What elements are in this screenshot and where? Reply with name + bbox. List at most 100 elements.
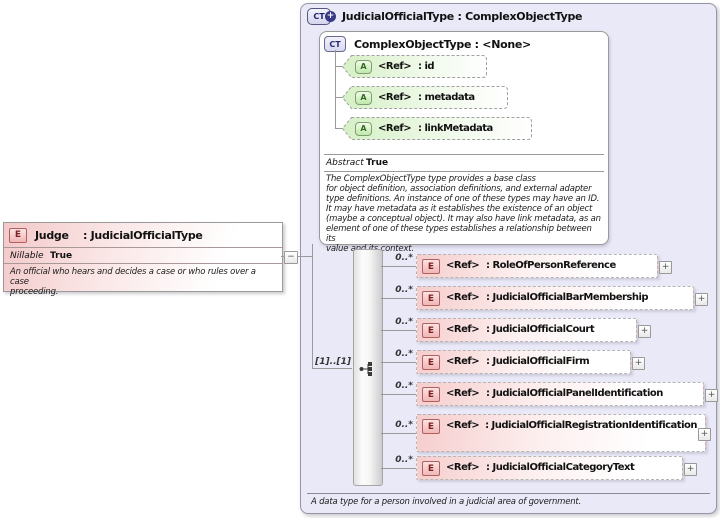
attribute-ref: <Ref> (378, 92, 412, 103)
judge-type: : JudicialOfficialType (83, 228, 203, 242)
element-badge-icon: E (422, 323, 440, 338)
element-badge-icon: E (422, 355, 440, 370)
collapse-icon: − (287, 252, 295, 262)
attribute-badge-icon: A (355, 90, 372, 105)
expand-icon: + (697, 294, 706, 304)
attribute-badge-icon: A (355, 121, 372, 136)
element-name: : JudicialOfficialPanelIdentification (486, 388, 663, 399)
element-item[interactable]: E <Ref> : JudicialOfficialCourt (416, 318, 637, 342)
connector-line (335, 66, 343, 67)
attribute-item[interactable]: A <Ref> : linkMetadata (342, 117, 532, 140)
element-badge-icon: E (9, 227, 27, 243)
judge-header: E Judge : JudicialOfficialType (4, 223, 282, 247)
expand-button[interactable]: + (638, 325, 651, 338)
attribute-badge-icon: A (355, 59, 372, 74)
connector-line (381, 362, 416, 363)
type-annotation: A data type for a person involved in a j… (311, 497, 582, 507)
element-cardinality: 0..* (395, 317, 413, 327)
element-cardinality: 0..* (395, 455, 413, 465)
element-cardinality: 0..* (395, 285, 413, 295)
expand-icon: + (700, 429, 709, 439)
base-type-annotation: The ComplexObjectType type provides a ba… (326, 174, 601, 254)
element-item[interactable]: E <Ref> : JudicialOfficialBarMembership (416, 286, 694, 310)
type-panel[interactable]: CT + JudicialOfficialType : ComplexObjec… (300, 3, 718, 514)
expand-icon: + (634, 358, 643, 368)
connector-line (381, 298, 416, 299)
facet-value: True (366, 157, 389, 168)
element-badge-icon: E (422, 259, 440, 274)
attribute-ref: <Ref> (378, 61, 412, 72)
element-ref: <Ref> (446, 420, 480, 431)
expand-button[interactable]: + (659, 261, 672, 274)
expand-button[interactable]: + (698, 428, 711, 441)
element-item[interactable]: E <Ref> : JudicialOfficialRegistrationId… (416, 414, 706, 452)
attribute-name: : id (418, 61, 435, 72)
attribute-item[interactable]: A <Ref> : metadata (342, 86, 508, 109)
compositor-cardinality: [1]..[1] (315, 357, 351, 367)
expand-button[interactable]: + (684, 463, 697, 476)
separator (307, 493, 710, 494)
attribute-name: : metadata (418, 92, 475, 103)
base-type-title: ComplexObjectType : <None> (354, 37, 531, 51)
element-cardinality: 0..* (395, 253, 413, 263)
panel-title: JudicialOfficialType : ComplexObjectType (342, 10, 583, 23)
expand-button[interactable]: + (632, 357, 645, 370)
judge-annotation: An official who hears and decides a case… (10, 267, 256, 297)
element-ref: <Ref> (446, 388, 480, 399)
facet-label: Nillable (10, 250, 44, 261)
element-name: : JudicialOfficialCategoryText (486, 462, 635, 473)
facet-value: True (50, 250, 73, 261)
facet-label: Abstract (326, 157, 364, 168)
element-cardinality: 0..* (395, 349, 413, 359)
ct-badge-label: CT (313, 12, 325, 21)
element-badge-icon: E (422, 461, 440, 476)
element-ref: <Ref> (446, 324, 480, 335)
attribute-item[interactable]: A <Ref> : id (342, 55, 487, 78)
expand-icon: + (707, 390, 716, 400)
connector-line (381, 468, 416, 469)
element-item[interactable]: E <Ref> : JudicialOfficialFirm (416, 350, 631, 374)
base-type-box[interactable]: CT ComplexObjectType : <None> A <Ref> : … (319, 31, 609, 254)
element-name: : RoleOfPersonReference (486, 260, 616, 271)
extension-plus-icon: + (325, 11, 336, 22)
element-item[interactable]: E <Ref> : JudicialOfficialPanelIdentific… (416, 382, 704, 406)
judge-name: Judge (35, 228, 69, 242)
expand-button[interactable]: + (695, 293, 708, 306)
attribute-name: : linkMetadata (418, 123, 493, 134)
element-name: : JudicialOfficialFirm (486, 356, 590, 367)
element-name: : JudicialOfficialRegistrationIdentifica… (485, 420, 697, 431)
element-ref: <Ref> (446, 292, 480, 303)
connector-line (381, 394, 416, 395)
collapse-button[interactable]: − (284, 251, 298, 264)
expand-button[interactable]: + (705, 389, 718, 402)
element-cardinality: 0..* (395, 420, 413, 430)
attribute-tag-shape (342, 86, 508, 109)
sequence-icon (359, 362, 372, 376)
expand-icon: + (640, 326, 649, 336)
element-ref: <Ref> (446, 462, 480, 473)
attribute-ref: <Ref> (378, 123, 412, 134)
element-item[interactable]: E <Ref> : RoleOfPersonReference (416, 254, 658, 278)
judge-element-box[interactable]: E Judge : JudicialOfficialType Nillable … (3, 222, 283, 297)
element-badge-icon: E (422, 419, 440, 434)
separator (324, 171, 604, 172)
connector-line (381, 433, 416, 434)
base-facet-row: Abstract True (326, 156, 388, 169)
element-name: : JudicialOfficialBarMembership (486, 292, 649, 303)
element-ref: <Ref> (446, 260, 480, 271)
separator (324, 154, 604, 155)
element-badge-icon: E (422, 291, 440, 306)
connector-line (335, 50, 336, 129)
element-name: : JudicialOfficialCourt (486, 324, 595, 335)
element-ref: <Ref> (446, 356, 480, 367)
connector-line (335, 97, 343, 98)
connector-line (312, 244, 313, 368)
element-item[interactable]: E <Ref> : JudicialOfficialCategoryText (416, 456, 683, 480)
judge-facet-row: Nillable True (4, 247, 282, 264)
complex-type-extension-badge: CT + (307, 8, 336, 25)
attribute-tag-shape (342, 117, 532, 140)
connector-line (381, 266, 416, 267)
attribute-tag-shape (342, 55, 487, 78)
expand-icon: + (686, 464, 695, 474)
